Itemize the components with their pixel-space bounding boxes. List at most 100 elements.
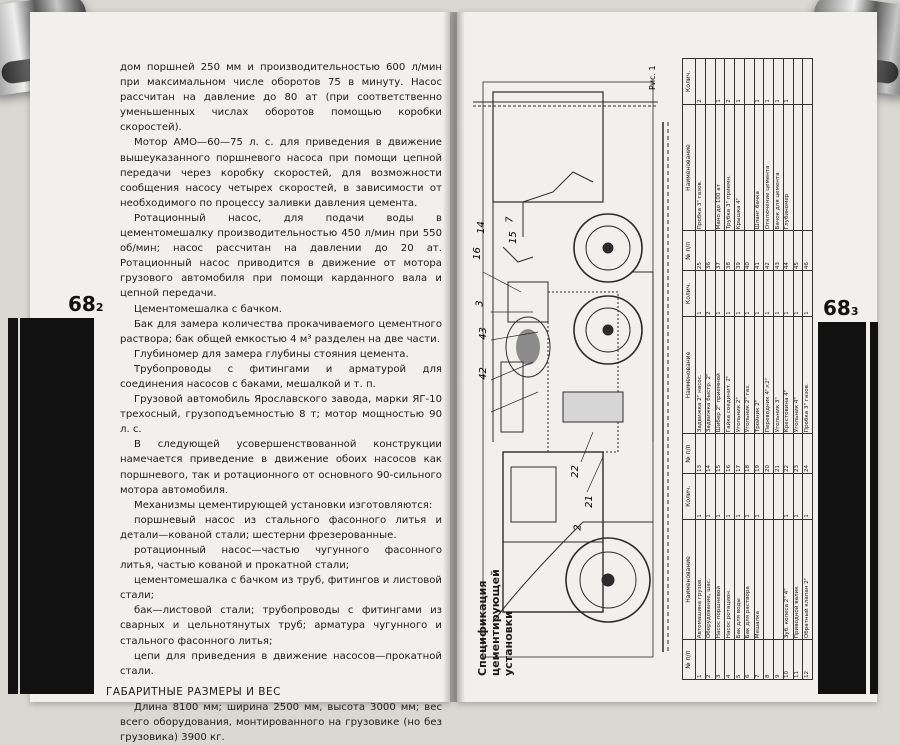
table-cell: 5 [734, 639, 745, 680]
paragraph: Бак для замера количества прокачиваемого… [120, 318, 442, 345]
column-header: Колич. [682, 58, 696, 105]
table-cell: 1 [802, 270, 813, 317]
paragraph: поршневый насос из стального фасонного л… [120, 514, 442, 541]
column-header: Наименование [682, 519, 696, 640]
table-cell: Шибер 2" приемной [715, 316, 725, 434]
table-cell: 40 [744, 230, 754, 271]
table-cell: 1 [754, 58, 764, 105]
table-cell: 16 [724, 433, 735, 474]
table-header-row: № п/п Наименование Колич. № п/п Наименов… [682, 58, 696, 680]
section-heading: Габаритные размеры и вес [106, 685, 281, 698]
table-cell: Угольник 2" [734, 316, 745, 434]
table-cell: Бак для раствора [744, 519, 754, 640]
paragraph: Цементомешалка с бачком. [134, 303, 282, 315]
table-cell: 42 [763, 230, 774, 271]
table-cell: 17 [734, 433, 745, 474]
table-cell: 41 [754, 230, 764, 271]
table-cell: Тройник 2" [754, 316, 764, 434]
right-edge-stripe [870, 322, 878, 694]
table-cell [705, 104, 715, 231]
callout-number: 42 [477, 367, 489, 380]
truck-schematic [473, 81, 669, 658]
table-cell: 22 [783, 433, 793, 474]
table-cell: 6 [744, 639, 754, 680]
cementing-unit-drawing: Рис. 1 16 14 7 15 3 43 42 22 2 21 [463, 62, 818, 692]
paragraph: дом поршней 250 мм и производительностью… [120, 62, 442, 134]
table-cell: 10 [783, 639, 793, 680]
table-cell: Угольник 3" [773, 316, 784, 434]
table-cell [773, 473, 784, 520]
table-cell: 1 [695, 639, 706, 680]
figure-label: Рис. 1 [648, 65, 657, 90]
table-cell: Крестовина 4" [783, 316, 793, 434]
table-cell [793, 104, 803, 231]
paragraph: ротационный насос—частью чугунного фасон… [120, 545, 442, 572]
callout-number: 14 [475, 221, 487, 234]
table-cell: 12 [802, 639, 813, 680]
table-cell: 19 [754, 433, 764, 474]
left-page-number: 682 [68, 292, 104, 316]
table-cell: 1 [724, 473, 735, 520]
table-cell: 25 [695, 230, 706, 271]
table-cell: 8 [763, 639, 774, 680]
specification-title: Спецификация цементирующей установки [476, 569, 515, 676]
table-cell: 13 [695, 433, 706, 474]
table-cell: 1 [695, 473, 706, 520]
book-spread: 682 683 дом поршней 250 мм и производите… [0, 0, 900, 713]
table-cell: 46 [802, 230, 813, 271]
table-cell: Пробка 3" газов. [695, 104, 706, 231]
table-cell: Крышка 4" [734, 104, 745, 231]
table-cell [802, 104, 813, 231]
table-cell: Бачок для цемента [773, 104, 784, 231]
callout-number: 7 [504, 216, 516, 223]
table-cell: 20 [763, 433, 774, 474]
table-cell: Переводник 4"×2" [763, 316, 774, 434]
table-cell: Гайка соединит. 2" [724, 316, 735, 434]
table-cell: 2 [695, 58, 706, 105]
table-cell: 1 [734, 473, 745, 520]
table-cell: Угольник 2" газ. [744, 316, 754, 434]
table-cell: Шланг бачка [754, 104, 764, 231]
table-cell: 1 [793, 270, 803, 317]
right-black-bar [818, 322, 866, 694]
left-page [30, 12, 450, 702]
table-cell: 1 [695, 270, 706, 317]
table-cell: 11 [793, 639, 803, 680]
table-cell [744, 104, 754, 231]
paragraph: Длина 8100 мм; ширина 2500 мм, высота 30… [120, 701, 442, 744]
paragraph: Грузовой автомобиль Ярославского завода,… [120, 394, 442, 436]
table-cell: 1 [773, 58, 784, 105]
table-cell [773, 519, 784, 640]
table-cell: 36 [705, 230, 715, 271]
book-gutter [443, 12, 465, 702]
table-cell [793, 58, 803, 105]
paragraph: цепи для приведения в движение насосов—п… [120, 650, 442, 677]
table-cell: 39 [734, 230, 745, 271]
column-header: Наименование [682, 316, 696, 434]
table-cell: 2 [724, 58, 735, 105]
table-cell: Задвижка быстр. 2" [705, 316, 715, 434]
table-cell: 1 [783, 58, 793, 105]
table-cell: Задвижка 2" насос. [695, 316, 706, 434]
table-cell: 1 [754, 270, 764, 317]
callout-number: 22 [569, 465, 581, 478]
column-header: Колич. [682, 473, 696, 520]
table-cell: 37 [715, 230, 725, 271]
table-cell: 2 [705, 639, 715, 680]
table-cell: Оборудование, шас. [705, 519, 715, 640]
callout-number: 16 [471, 247, 483, 260]
table-cell: 1 [715, 473, 725, 520]
specification-table: № п/п Наименование Колич. № п/п Наименов… [682, 58, 813, 680]
table-cell: 1 [724, 270, 735, 317]
table-cell: 4 [724, 639, 735, 680]
table-cell [802, 58, 813, 105]
table-cell: 38 [724, 230, 735, 271]
table-cell: 2 [705, 270, 715, 317]
table-cell: 1 [715, 58, 725, 105]
table-cell: 1 [734, 58, 745, 105]
